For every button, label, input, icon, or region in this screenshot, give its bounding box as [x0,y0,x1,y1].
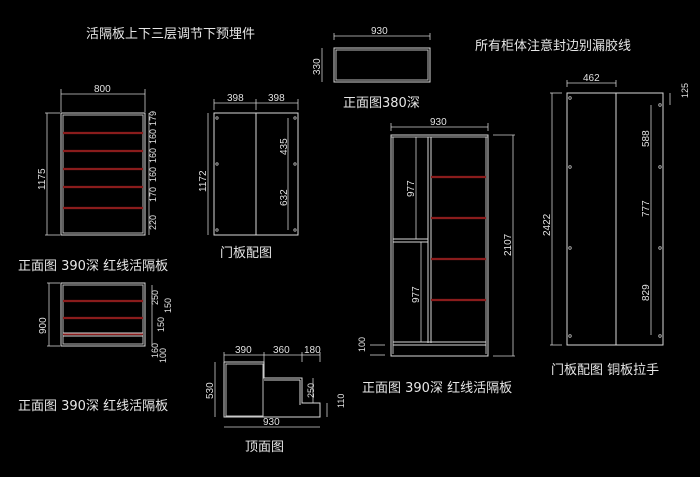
dim-shelf-gap: 160 [148,167,158,182]
dim-shelf-gap: 150 [163,298,173,313]
plan-inner [225,363,264,417]
caption: 正面图 390深 红线活隔板 [362,380,512,396]
dim-shelf-gap: 160 [150,343,160,358]
dim-shelf-gap: 250 [150,290,160,305]
cabinet-outline [390,134,489,357]
caption: 正面图380深 [343,96,420,111]
dim-left-lower: 977 [411,286,422,303]
dim-height: 1172 [198,170,209,192]
dim-shelf-gap: 100 [158,348,168,363]
hinge-hole [658,334,662,338]
dim-shelf-gap: 160 [148,148,158,163]
dim-shelf-gap: 150 [156,317,166,332]
hinge-hole [658,165,662,169]
note-edge-banding: 所有柜体注意封边别漏胶线 [475,38,631,54]
hinge-hole [293,116,297,120]
cabinet-b-front-view: 900 250 150 150 160 100 正面图 390深 红线活隔板 [18,282,173,414]
dim-left-upper: 977 [406,180,417,197]
hinge-hole [215,228,219,232]
dim-total-width: 930 [263,417,280,428]
tall-door-panel-view: 462 2422 588 777 829 125 门板配图 铜板拉手 [542,73,690,378]
cabinet-inner [62,114,144,234]
dim-width: 800 [94,84,111,95]
dim-hinge-gap: 829 [641,284,652,301]
dim-depth: 530 [205,382,216,399]
caption: 门板配图 铜板拉手 [551,363,659,378]
caption: 正面图 390深 红线活隔板 [18,398,168,414]
dim-shelf-gap: 220 [148,215,158,230]
caption: 门板配图 [220,246,272,261]
door-outline [566,92,664,346]
dim-shelf-gap: 160 [148,129,158,144]
hinge-hole [568,96,572,100]
hinge-hole [215,162,219,166]
dim-height: 900 [38,317,49,334]
dim-width-right: 398 [268,93,285,104]
dim-plinth: 100 [357,337,367,352]
red-shelves [63,299,143,336]
dim-height: 1175 [37,168,48,190]
dim-width: 390 [235,345,252,356]
dim-height: 2422 [542,213,553,236]
dim-width: 180 [304,345,321,356]
dim-top-offset: 125 [680,83,690,98]
hinge-hole [568,165,572,169]
dim-height: 2107 [503,233,514,256]
dim-step: 250 [306,383,316,398]
hinge-hole [658,246,662,250]
hinge-hole [658,103,662,107]
dim-width: 930 [430,117,447,128]
dim-width: 360 [273,345,290,356]
dim-hinge-gap: 588 [641,130,652,147]
box-inner [335,49,429,81]
top-box-front-view: 930 330 正面图380深 [312,26,431,111]
dim-hinge-gap: 632 [279,189,290,206]
cabinet-outline [60,112,146,236]
dim-hinge-gap: 435 [279,138,290,155]
red-shelves [63,131,143,210]
box-outline [333,47,431,83]
caption: 正面图 390深 红线活隔板 [18,258,168,274]
caption: 顶面图 [245,440,284,455]
cabinet-inner [62,284,144,345]
dim-width: 462 [583,73,600,84]
top-plan-view: 390 360 180 530 250 110 930 顶面图 [205,345,346,455]
door-a-panel-view: 398 398 1172 435 632 门板配图 [198,93,299,261]
hinge-hole [293,228,297,232]
dim-width: 930 [371,26,388,37]
hinge-hole [293,162,297,166]
hinge-hole [568,246,572,250]
tall-cabinet-front-view: 930 977 977 2107 100 正面图 390深 红线活隔板 [357,117,515,396]
dim-hinge-gap: 777 [641,200,652,217]
cabinet-outline [60,282,146,347]
dim-height: 330 [312,58,323,75]
note-adjustable-shelf: 活隔板上下三层调节下预埋件 [86,27,255,42]
cabinet-a-front-view: 800 1175 179 160 160 160 170 220 正面图 390… [18,84,168,274]
dim-width-left: 398 [227,93,244,104]
hinge-hole [215,116,219,120]
red-shelves [431,175,486,302]
dim-step-small: 110 [336,394,346,408]
dim-shelf-gap: 179 [148,111,158,126]
dim-shelf-gap: 170 [148,187,158,202]
hinge-hole [568,334,572,338]
plan-outline [223,361,321,418]
